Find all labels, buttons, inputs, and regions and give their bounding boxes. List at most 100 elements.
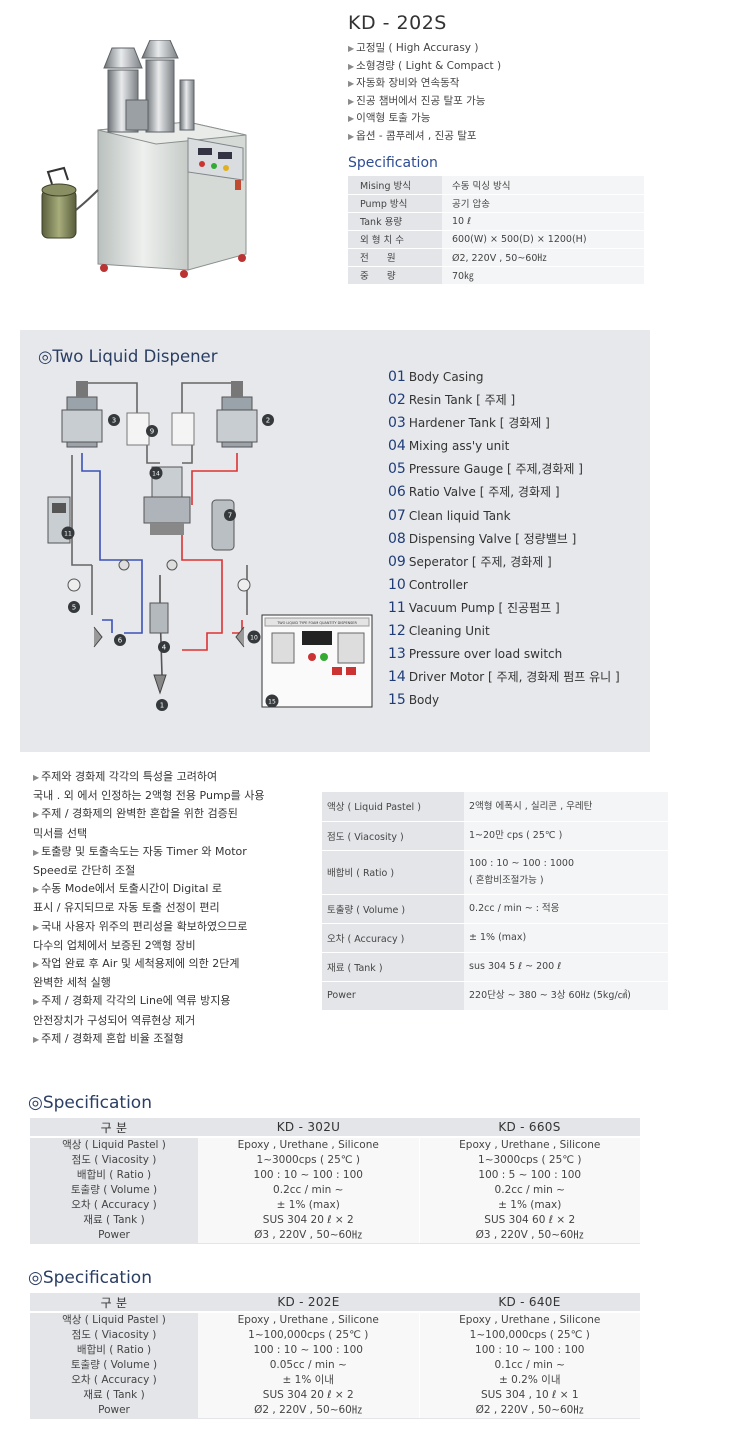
arrow-right-icon: ▶ — [33, 885, 40, 895]
spec-heading: Specification — [348, 155, 438, 171]
controller-icon: TWO LIQUID TYPE FOAM QUANTITY DISPENSER — [261, 614, 373, 708]
callout-badge-9: 9 — [146, 425, 158, 437]
feature-list: ▶고정밀 ( High Accurasy ) ▶소형경량 ( Light & C… — [348, 40, 501, 146]
callout-badge-7: 7 — [224, 509, 236, 521]
table-row: 액상 ( Liquid Pastel )Epoxy , Urethane , S… — [30, 1312, 640, 1328]
table-header: 구 분 KD - 202E KD - 640E — [30, 1293, 640, 1313]
callout-badge-5: 5 — [68, 601, 80, 613]
table-row: 점도 ( Viacosity )1~3000cps ( 25℃ )1~3000c… — [30, 1153, 640, 1168]
svg-text:1: 1 — [160, 702, 164, 710]
spec-row: 토출량 ( Volume )0.2cc / min ~ : 적응 — [322, 894, 668, 924]
spec-section-title: ◎Specification — [28, 1268, 152, 1288]
feature-item: ▶소형경량 ( Light & Compact ) — [348, 59, 502, 72]
model-spec-table-2: 구 분 KD - 202E KD - 640E 액상 ( Liquid Past… — [30, 1293, 640, 1419]
table-row: 토출량 ( Volume )0.2cc / min ~0.2cc / min ~ — [30, 1183, 640, 1198]
driver-motor-icon — [143, 466, 191, 535]
arrow-right-icon: ▶ — [348, 44, 355, 53]
controller-label: TWO LIQUID TYPE FOAM QUANTITY DISPENSER — [276, 621, 357, 625]
resin-tank-icon — [216, 381, 258, 448]
arrow-right-icon: ▶ — [33, 997, 40, 1007]
arrow-right-icon: ▶ — [33, 1034, 40, 1044]
callout-badge-3: 3 — [108, 414, 120, 426]
arrow-right-icon: ▶ — [348, 96, 355, 106]
callout-badge-11: 11 — [61, 526, 75, 540]
svg-text:5: 5 — [72, 604, 76, 612]
product-photo — [41, 40, 247, 278]
liquid-spec-table: 액상 ( Liquid Pastel )2액형 에폭시 , 실리콘 , 우레탄 … — [322, 792, 668, 1011]
feature-item: ▶고정밀 ( High Accurasy ) — [348, 42, 479, 54]
model-spec-table-1: 구 분 KD - 302U KD - 660S 액상 ( Liquid Past… — [30, 1118, 640, 1244]
spec-row: 액상 ( Liquid Pastel )2액형 에폭시 , 실리콘 , 우레탄 — [322, 792, 668, 822]
hardener-tank-icon — [61, 381, 103, 448]
callout-badge-6: 6 — [114, 634, 126, 646]
spec-row: 점도 ( Viacosity )1~20만 cps ( 25℃ ) — [322, 821, 668, 851]
callout-badge-15: 15 — [265, 694, 279, 708]
svg-text:10: 10 — [250, 635, 258, 642]
table-row: 토출량 ( Volume )0.05cc / min ~0.1cc / min … — [30, 1358, 640, 1373]
arrow-right-icon: ▶ — [348, 131, 355, 141]
feature-item: ▶자동화 장비와 연속동작 — [348, 77, 460, 90]
arrow-right-icon: ▶ — [348, 114, 355, 124]
svg-text:7: 7 — [228, 512, 232, 520]
svg-text:14: 14 — [152, 471, 160, 478]
model-title: KD - 202S — [348, 12, 447, 34]
arrow-right-icon: ▶ — [33, 773, 40, 782]
feature-item: ▶옵션 - 콤푸레셔 , 진공 탈포 — [348, 129, 477, 142]
feature-item: ▶진공 챔버에서 진공 탈포 가능 — [348, 94, 486, 107]
svg-text:4: 4 — [162, 644, 167, 652]
svg-text:3: 3 — [112, 417, 116, 425]
table-row: 오차 ( Accuracy )± 1% (max)± 1% (max) — [30, 1198, 640, 1213]
diagram-panel: ◎Two Liquid Dispener — [20, 330, 650, 752]
callout-badge-2: 2 — [262, 414, 274, 426]
table-row: 액상 ( Liquid Pastel )Epoxy , Urethane , S… — [30, 1137, 640, 1153]
svg-text:15: 15 — [268, 699, 276, 706]
svg-text:11: 11 — [64, 531, 72, 538]
callout-badge-14: 14 — [149, 466, 163, 480]
arrow-right-icon: ▶ — [348, 79, 355, 89]
spec-row: 배합비 ( Ratio )100 : 10 ~ 100 : 1000( 혼합비조… — [322, 850, 668, 895]
arrow-right-icon: ▶ — [33, 847, 40, 857]
svg-text:6: 6 — [118, 637, 123, 645]
callout-badge-10: 10 — [247, 630, 261, 644]
spec-row: 재료 ( Tank )sus 304 5 ℓ ~ 200 ℓ — [322, 952, 668, 982]
arrow-right-icon: ▶ — [33, 922, 40, 932]
table-header: 구 분 KD - 302U KD - 660S — [30, 1118, 640, 1138]
table-row: 오차 ( Accuracy )± 1% 이내± 0.2% 이내 — [30, 1373, 640, 1388]
callout-badge-4: 4 — [158, 641, 170, 653]
spec-section-title: ◎Specification — [28, 1093, 152, 1113]
